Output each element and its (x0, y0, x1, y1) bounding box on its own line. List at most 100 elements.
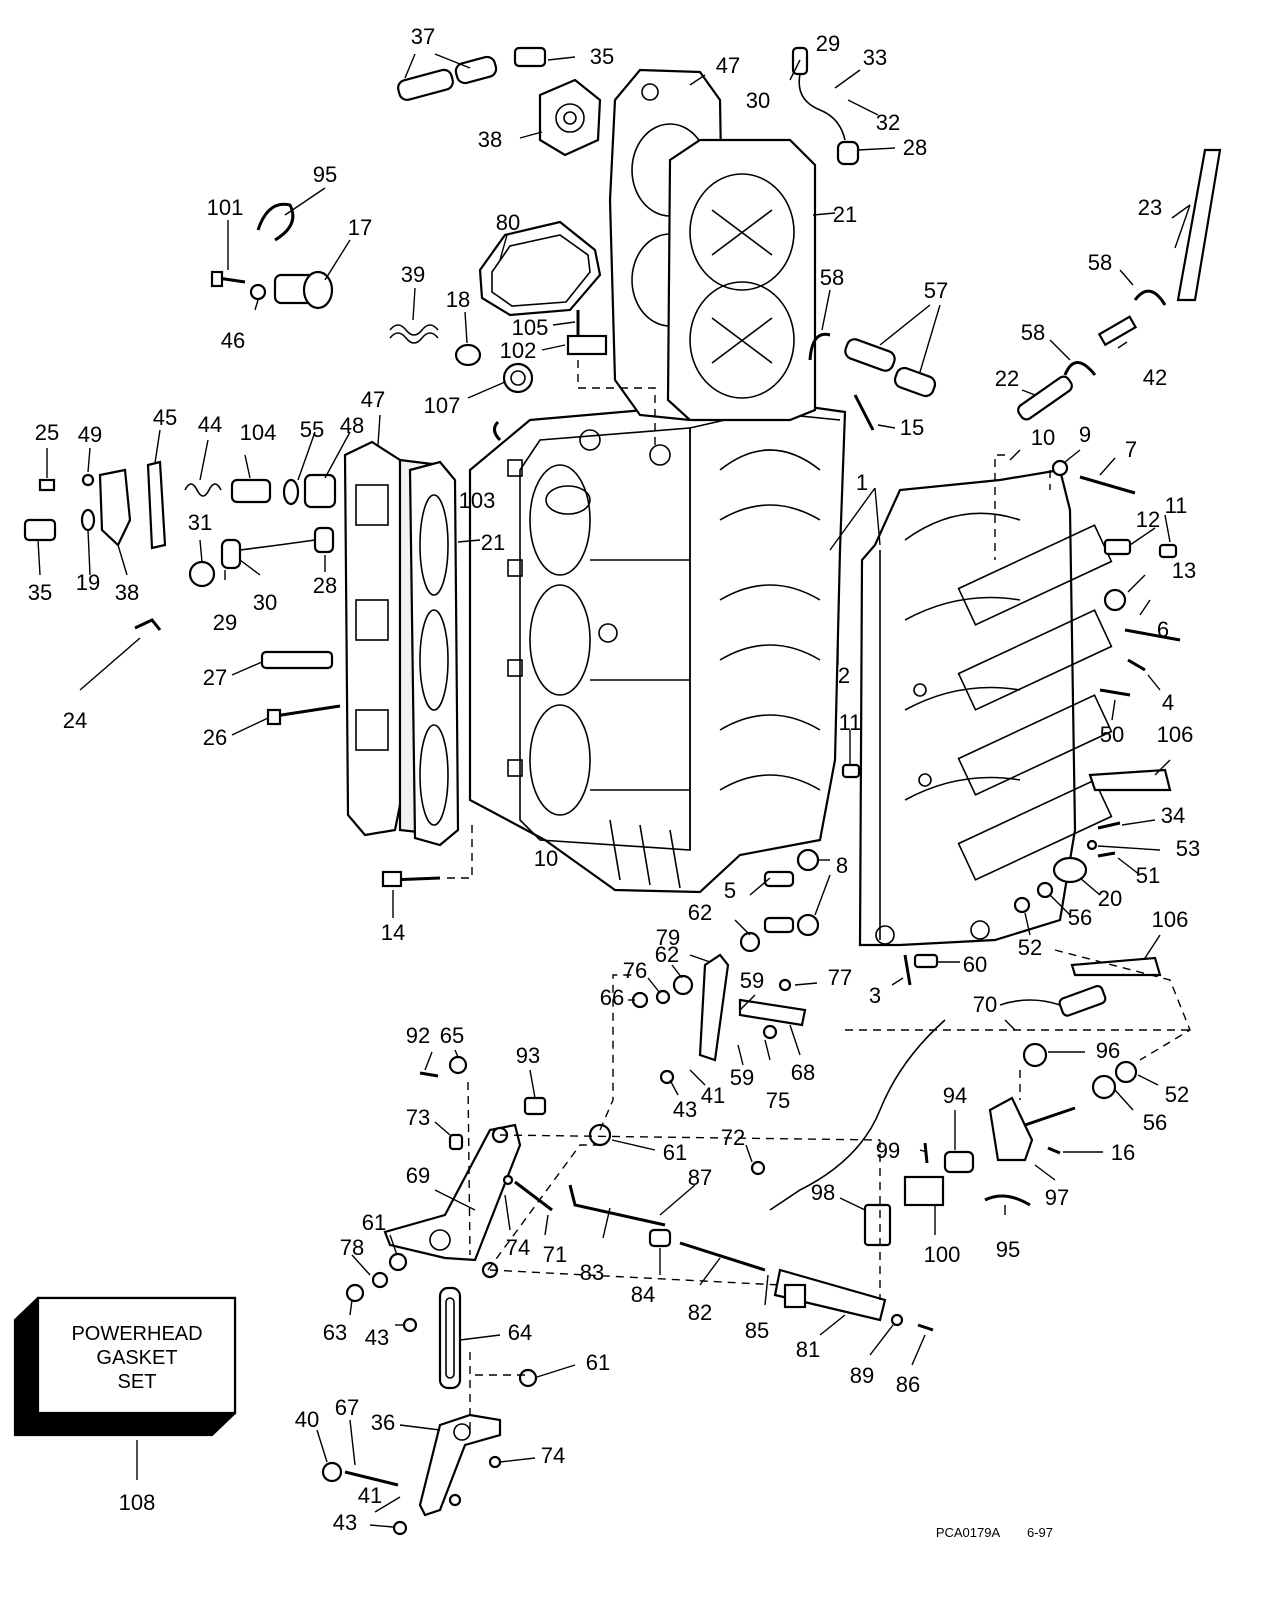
callout-52-bot: 52 (1165, 1082, 1189, 1107)
nut-43-left (402, 1317, 418, 1333)
callout-85: 85 (745, 1318, 769, 1343)
callout-23: 23 (1138, 195, 1162, 220)
callout-58-right: 58 (1088, 250, 1112, 275)
callout-93: 93 (516, 1043, 540, 1068)
callout-83: 83 (580, 1260, 604, 1285)
callout-86: 86 (896, 1372, 920, 1397)
callout-37: 37 (411, 24, 435, 49)
washer-78 (371, 1271, 389, 1289)
callout-84: 84 (631, 1282, 655, 1307)
washer-41-bot (448, 1493, 462, 1507)
callout-43-left: 43 (365, 1325, 389, 1350)
callout-43-mid: 43 (673, 1097, 697, 1122)
fitting-11-top (1158, 543, 1178, 559)
callout-30-top: 30 (746, 88, 770, 113)
sensor-29-top (791, 46, 846, 141)
callout-30-left: 30 (253, 590, 277, 615)
powerhead-gasket-set-box: POWERHEAD GASKET SET (13, 1296, 237, 1480)
hose-clamp-95-top (256, 202, 295, 242)
callout-24: 24 (63, 708, 87, 733)
callout-29-top: 29 (816, 31, 840, 56)
bracket-102 (566, 334, 608, 356)
clamp-58-right (1133, 289, 1167, 306)
callout-2: 2 (838, 663, 850, 688)
throttle-arm-69 (383, 1123, 522, 1279)
head-gasket-left (408, 460, 460, 847)
callout-11-mid: 11 (839, 710, 862, 735)
callout-29-left: 29 (213, 610, 237, 635)
callout-28-left: 28 (313, 573, 337, 598)
fitting-9 (1051, 459, 1069, 477)
clip-24 (134, 618, 162, 631)
nut-61-bot (518, 1368, 538, 1388)
callout-62-mid: 62 (655, 942, 679, 967)
callout-48: 48 (340, 413, 364, 438)
callout-80: 80 (496, 210, 520, 235)
callout-14: 14 (381, 920, 405, 945)
callout-11-right: 11 (1165, 493, 1188, 518)
bracket-38-left (98, 468, 132, 547)
drawing-code: PCA0179A (936, 1525, 1001, 1540)
callout-52-top: 52 (1018, 935, 1042, 960)
callout-61-bot: 61 (586, 1350, 610, 1375)
callout-1: 1 (856, 470, 868, 495)
callout-72: 72 (721, 1125, 745, 1150)
bolt-50 (1099, 688, 1131, 697)
fitting-84 (648, 1228, 672, 1248)
washer-53 (1086, 839, 1098, 851)
drawing-date: 6-97 (1027, 1525, 1053, 1540)
screw-51 (1097, 851, 1116, 858)
screw-34 (1097, 821, 1121, 830)
callout-103: 103 (459, 488, 496, 513)
link-64 (438, 1286, 462, 1390)
callout-31: 31 (188, 510, 212, 535)
callout-75: 75 (766, 1088, 790, 1113)
washer-75 (762, 1024, 778, 1040)
callout-17: 17 (348, 215, 372, 240)
callout-69: 69 (406, 1163, 430, 1188)
assembly-lines (445, 360, 1191, 1430)
callout-44: 44 (198, 412, 222, 437)
nut-62 (672, 931, 761, 996)
sensor-29-left (220, 538, 242, 570)
callout-98: 98 (811, 1180, 835, 1205)
callout-3: 3 (869, 983, 881, 1008)
rod-83 (568, 1184, 666, 1227)
crankcase-block (468, 398, 847, 894)
callout-51: 51 (1136, 863, 1160, 888)
washer-8 (796, 848, 820, 937)
fitting-35-top (513, 46, 547, 68)
gasket-45 (146, 460, 167, 550)
spark-plug-27 (260, 650, 334, 670)
stud-3 (903, 954, 912, 986)
nut-43-bot (392, 1520, 408, 1536)
callout-36: 36 (371, 1410, 395, 1435)
thermostat-cover (538, 78, 602, 157)
callout-10-bot: 10 (534, 846, 558, 871)
callout-21-left: 21 (481, 530, 505, 555)
callout-106-top: 106 (1157, 722, 1194, 747)
gasket-box-line3: SET (118, 1371, 157, 1393)
thermostat-104 (230, 478, 272, 504)
actuator-98 (863, 1203, 892, 1247)
plug-18 (454, 343, 482, 367)
sensor-28-top (836, 140, 860, 166)
callout-61-mid: 61 (362, 1210, 386, 1235)
washer-89 (890, 1313, 904, 1327)
callout-71: 71 (543, 1242, 567, 1267)
callout-27: 27 (203, 665, 227, 690)
callout-108: 108 (119, 1490, 156, 1515)
sensor-28-left (239, 526, 335, 554)
bolt-101 (210, 270, 246, 288)
link-68 (738, 998, 807, 1027)
fitting-12 (1103, 538, 1132, 556)
callout-95-bot: 95 (996, 1237, 1020, 1262)
callout-8: 8 (836, 853, 848, 878)
clip-77 (778, 978, 792, 992)
callout-33: 33 (863, 45, 887, 70)
callout-104: 104 (240, 420, 277, 445)
spring-44 (184, 483, 222, 497)
callout-106-bot: 106 (1152, 907, 1189, 932)
clip-103 (493, 420, 502, 442)
callout-25: 25 (35, 420, 59, 445)
